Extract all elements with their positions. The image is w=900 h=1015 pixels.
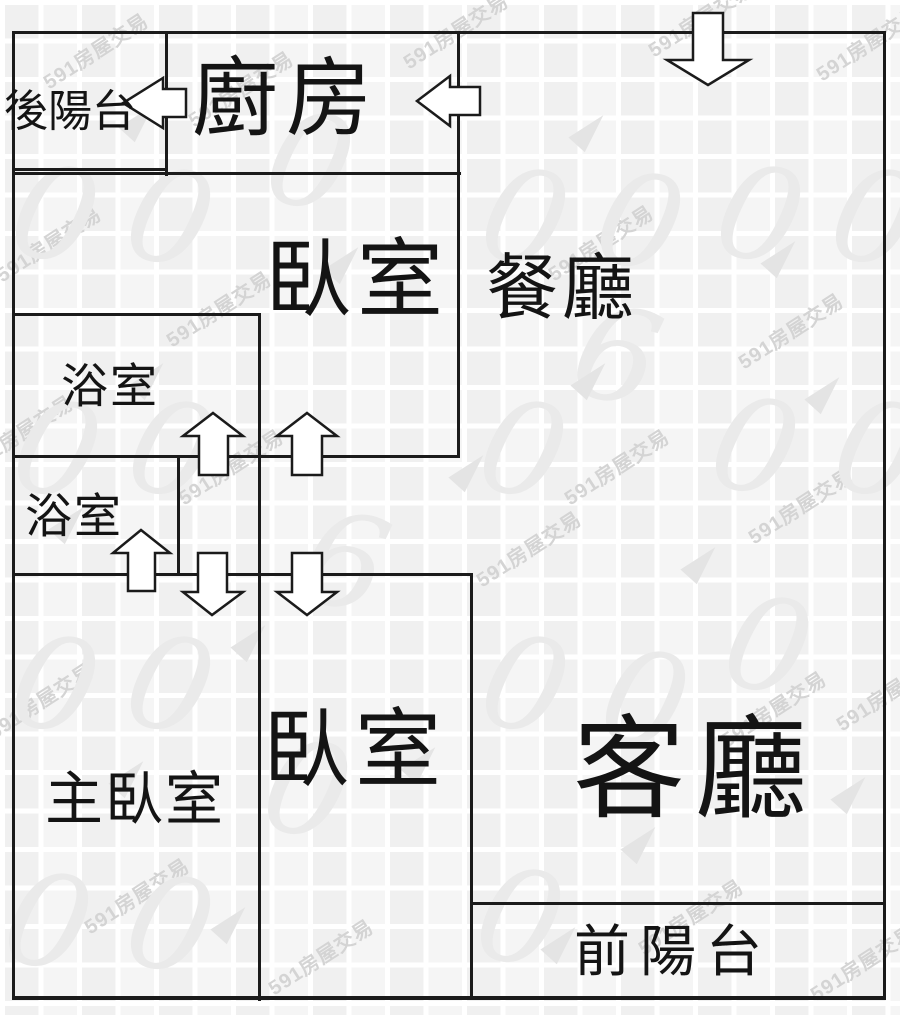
- wall-outer-top: [12, 31, 886, 34]
- wall-bathroom-column-right: [258, 313, 261, 1001]
- wall-kitchen-bottom: [12, 172, 461, 175]
- room-label-bathroom-upper: 浴室: [61, 359, 159, 413]
- room-label-dining-room: 餐廳: [485, 249, 639, 329]
- wall-front-balcony-top: [470, 902, 886, 905]
- wall-outer-bottom: [12, 996, 886, 1000]
- wall-living-room-left: [470, 573, 473, 1000]
- wall-lower-bathroom-right: [177, 455, 180, 576]
- master-to-lower-bathroom-door-arrow-icon: [109, 528, 174, 593]
- room-label-bathroom-lower: 浴室: [25, 489, 123, 543]
- room-label-bedroom-upper: 臥室: [265, 232, 449, 328]
- wall-back-balcony-bottom: [12, 168, 168, 171]
- room-label-back-balcony: 後陽台: [4, 87, 136, 136]
- wall-hallway-bottom: [12, 573, 473, 576]
- room-label-front-balcony: 前陽台: [574, 920, 772, 983]
- room-label-master-bedroom: 主臥室: [44, 767, 226, 832]
- wall-upper-bathroom-top: [12, 313, 261, 316]
- vestibule-to-upper-bathroom-door-arrow-icon: [179, 411, 247, 477]
- room-label-bedroom-lower: 臥室: [263, 702, 447, 798]
- kitchen-to-back-balcony-door-arrow-icon: [120, 75, 188, 131]
- room-label-living-room: 客廳: [573, 707, 817, 832]
- hallway-to-lower-bedroom-door-arrow-icon: [273, 551, 341, 617]
- hallway-to-upper-bedroom-door-arrow-icon: [273, 411, 341, 477]
- entrance-arrow-icon: [662, 11, 754, 87]
- vestibule-to-master-bedroom-door-arrow-icon: [179, 551, 247, 617]
- room-label-kitchen: 廚房: [192, 51, 380, 147]
- dining-to-kitchen-door-arrow-icon: [414, 73, 482, 129]
- wall-outer-left: [12, 31, 15, 1000]
- wall-kitchen-right: [457, 31, 460, 458]
- wall-outer-right: [883, 31, 886, 1000]
- wall-hallway-top: [12, 455, 460, 458]
